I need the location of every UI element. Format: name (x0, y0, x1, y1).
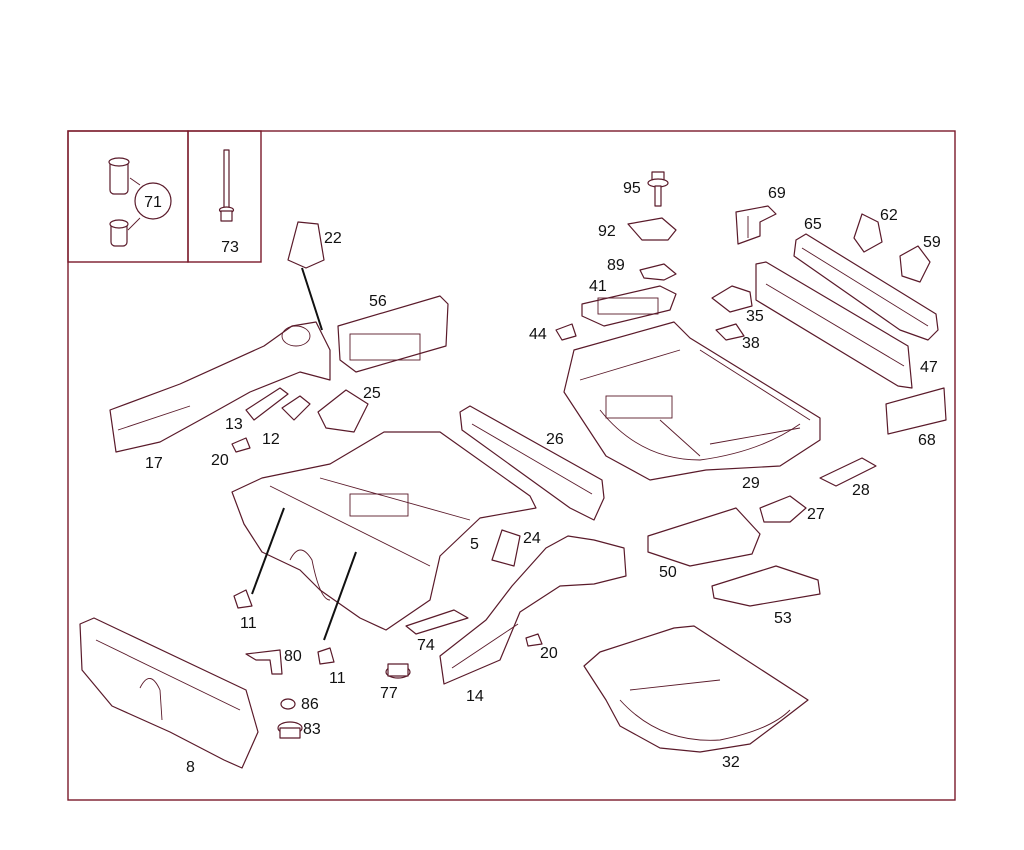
part-20-clip (231, 437, 251, 453)
label-47: 47 (920, 359, 938, 376)
label-17: 17 (145, 455, 163, 472)
label-65: 65 (804, 216, 822, 233)
label-71: 71 (144, 194, 162, 211)
part-89-clip (639, 263, 677, 281)
part-69-bracket (735, 205, 777, 245)
part-22-bracket (287, 221, 325, 331)
part-27-bracket (759, 495, 807, 523)
label-20-a: 20 (211, 452, 229, 469)
label-83: 83 (303, 721, 321, 738)
label-68: 68 (918, 432, 936, 449)
label-32: 32 (722, 754, 740, 771)
part-47-crossmember (755, 261, 913, 389)
label-22: 22 (324, 230, 342, 247)
part-38-clip (715, 323, 745, 341)
label-89: 89 (607, 257, 625, 274)
inset-73-box (187, 130, 262, 263)
label-26: 26 (546, 431, 564, 448)
label-59: 59 (923, 234, 941, 251)
long-bolt-illustration (218, 149, 235, 222)
part-80-bracket (245, 649, 283, 675)
circled-number-outline (134, 182, 172, 220)
part-92-bracket (627, 217, 677, 241)
part-25-bracket (317, 389, 369, 433)
part-24-bracket (491, 529, 521, 567)
part-28-trim (819, 457, 877, 487)
part-77-grommet (385, 663, 411, 679)
label-56: 56 (369, 293, 387, 310)
part-13-strap (245, 387, 289, 421)
label-25: 25 (363, 385, 381, 402)
part-17-longitudinal (109, 321, 331, 453)
grommet-part-illustration (108, 157, 172, 247)
part-83-nut (277, 721, 303, 739)
label-74: 74 (417, 637, 435, 654)
part-11-clip-b (317, 647, 335, 665)
part-12-bracket (281, 395, 311, 421)
label-41: 41 (589, 278, 607, 295)
part-74-plate (405, 609, 469, 635)
label-80: 80 (284, 648, 302, 665)
label-86: 86 (301, 696, 319, 713)
label-69: 69 (768, 185, 786, 202)
part-95-bolt (647, 171, 669, 207)
part-number-labels: 95 69 92 65 62 59 22 89 41 56 35 44 38 4… (145, 180, 941, 776)
label-50: 50 (659, 564, 677, 581)
label-5: 5 (470, 536, 479, 553)
part-65-rail (793, 233, 939, 341)
label-11-b: 11 (329, 670, 346, 687)
label-62: 62 (880, 207, 898, 224)
part-32-wheel-well (583, 625, 809, 753)
label-92: 92 (598, 223, 616, 240)
part-50-panel (647, 507, 761, 567)
label-27: 27 (807, 506, 825, 523)
part-59-bracket (899, 245, 931, 283)
label-73: 73 (221, 239, 239, 256)
part-26-tunnel (459, 405, 605, 521)
part-44-clip (555, 323, 577, 341)
label-20-b: 20 (540, 645, 558, 662)
label-77: 77 (380, 685, 398, 702)
part-86-nut (280, 698, 296, 710)
label-12: 12 (262, 431, 280, 448)
part-68-panel (885, 387, 947, 435)
label-35: 35 (746, 308, 764, 325)
part-53-panel (711, 565, 821, 607)
part-20-clip-b (525, 633, 543, 647)
label-38: 38 (742, 335, 760, 352)
part-41-cover (581, 285, 677, 327)
part-5-main-floor (231, 431, 537, 641)
part-56-side-member (337, 295, 449, 373)
label-95: 95 (623, 180, 641, 197)
label-44: 44 (529, 326, 547, 343)
part-14-side-member (439, 535, 627, 685)
label-8: 8 (186, 759, 195, 776)
part-62-bracket (853, 213, 883, 253)
part-29-rear-floor (563, 321, 821, 481)
part-35-bracket (711, 285, 753, 313)
label-14: 14 (466, 688, 484, 705)
part-11-clip-a (233, 589, 253, 609)
part-8-rear-panel (79, 617, 259, 769)
diagram-frame (67, 130, 956, 801)
label-13: 13 (225, 416, 243, 433)
label-28: 28 (852, 482, 870, 499)
label-11-a: 11 (240, 615, 257, 632)
label-24: 24 (523, 530, 541, 547)
label-29: 29 (742, 475, 760, 492)
label-53: 53 (774, 610, 792, 627)
